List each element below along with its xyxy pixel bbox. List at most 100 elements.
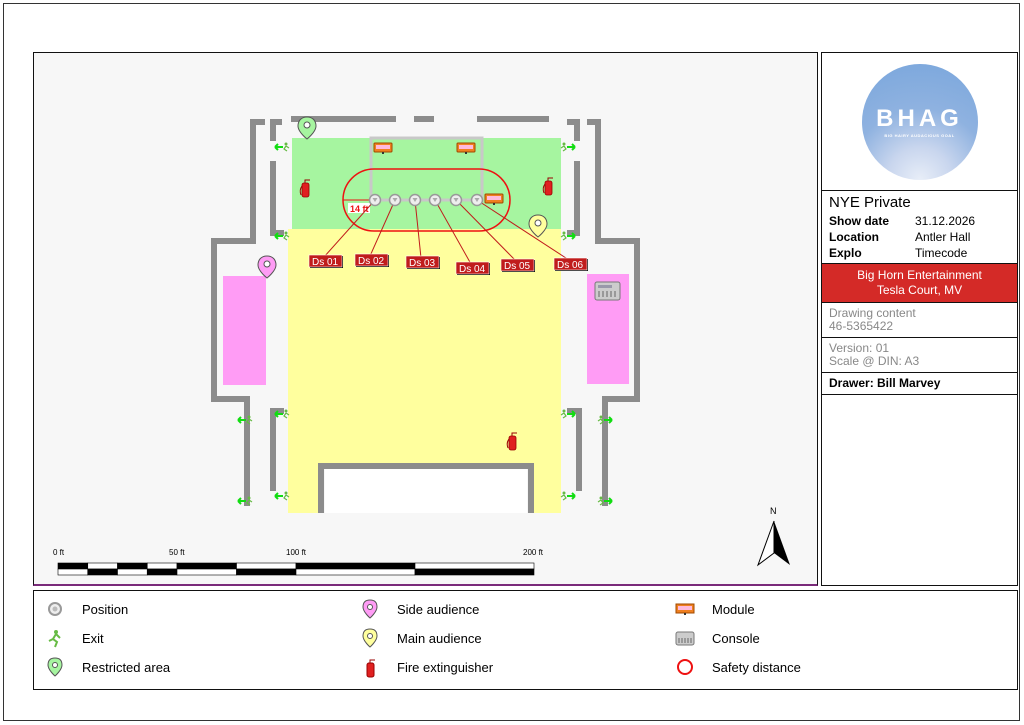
scale-segment	[57, 562, 89, 570]
position-icon[interactable]	[368, 193, 382, 207]
white-block	[325, 467, 527, 513]
page-frame	[3, 3, 1020, 721]
side-audience-pin-icon	[257, 255, 277, 279]
scale-label: 200 ft	[523, 548, 544, 557]
scale-segment	[117, 562, 148, 570]
svg-text:N: N	[770, 506, 777, 516]
svg-text:Ds 01: Ds 01	[312, 257, 339, 268]
legend-label: Exit	[82, 630, 104, 646]
leader-line	[434, 199, 472, 265]
legend-item: Side audience	[359, 598, 479, 620]
info-label: Show date	[829, 214, 890, 228]
scale-segment	[176, 568, 237, 576]
legend-item: Position	[44, 598, 128, 620]
walls	[211, 116, 640, 513]
restricted-area	[292, 138, 561, 229]
position-label[interactable]: Ds 06	[553, 257, 588, 271]
scale-segment	[295, 562, 416, 570]
main-audience-pin-icon	[362, 628, 378, 648]
legend-item: Main audience	[359, 627, 482, 649]
svg-text:Ds 03: Ds 03	[409, 258, 436, 269]
side-audience-left	[223, 276, 266, 385]
floor-plan: 14 ft Ds 01 Ds 02 Ds 03 Ds 04 Ds 05 Ds 06 0 f…	[33, 52, 818, 586]
svg-text:Ds 04: Ds 04	[459, 264, 486, 275]
scale-segment	[146, 568, 178, 576]
module-icon	[373, 142, 393, 155]
info-value: Timecode	[915, 246, 968, 260]
console-icon	[675, 631, 695, 646]
project-info: NYE Private Show date 31.12.2026 Location…	[822, 191, 1017, 264]
scale-segment	[57, 568, 89, 576]
info-value: Antler Hall	[915, 230, 971, 244]
legend-label: Fire extinguisher	[397, 659, 494, 675]
safety-distance-icon	[677, 659, 693, 675]
scale-label: 0 ft	[53, 548, 65, 557]
console-icon	[594, 281, 621, 301]
position-label[interactable]: Ds 02	[354, 253, 389, 267]
fire-extinguisher-icon	[366, 659, 375, 678]
legend-item: Safety distance	[674, 656, 801, 678]
module-icon	[456, 142, 476, 155]
scale-label: 100 ft	[286, 548, 307, 557]
position-icon[interactable]	[408, 193, 422, 207]
legend-label: Main audience	[397, 630, 482, 646]
position-label[interactable]: Ds 01	[308, 254, 343, 268]
module-icon	[484, 193, 504, 206]
project-title: NYE Private	[829, 194, 911, 211]
position-icon	[48, 602, 62, 616]
scale-bar: 0 ft 50 ft 100 ft 200 ft	[53, 548, 544, 576]
drawer: Drawer: Bill Marvey	[822, 373, 1017, 395]
legend-label: Safety distance	[712, 659, 801, 675]
legend-label: Position	[82, 601, 129, 617]
svg-text:Ds 06: Ds 06	[557, 260, 584, 271]
scale-segment	[176, 562, 237, 570]
position-icon[interactable]	[428, 193, 442, 207]
restricted-area-pin-icon	[297, 116, 317, 140]
floor-plan-svg: 14 ft Ds 01 Ds 02 Ds 03 Ds 04 Ds 05 Ds 06 0 f…	[53, 116, 790, 576]
module-icon	[675, 603, 695, 615]
scale-segment	[414, 568, 535, 576]
scale-segment	[236, 568, 297, 576]
position-icon[interactable]	[449, 193, 463, 207]
restricted-area-pin-icon	[47, 657, 63, 677]
side-audience-pin-icon	[362, 599, 378, 619]
position-icon[interactable]	[388, 193, 402, 207]
legend-label: Side audience	[397, 601, 480, 617]
legend-item: Module	[674, 598, 755, 620]
legend-label: Console	[712, 630, 760, 646]
position-label[interactable]: Ds 05	[500, 258, 535, 272]
scale-segment	[117, 568, 148, 576]
position-label[interactable]: Ds 04	[455, 261, 490, 275]
svg-text:Ds 05: Ds 05	[504, 261, 531, 272]
scale-label: 50 ft	[169, 548, 185, 557]
leader-line	[476, 199, 570, 261]
safety-distance-label: 14 ft	[350, 204, 369, 214]
main-audience-area	[288, 229, 561, 513]
info-label: Location	[829, 230, 879, 244]
leader-line	[369, 199, 396, 257]
leader-line	[323, 199, 376, 258]
info-label: Explo	[829, 246, 862, 260]
svg-text:Ds 02: Ds 02	[358, 256, 385, 267]
position-label[interactable]: Ds 03	[405, 255, 440, 269]
legend-item: Fire extinguisher	[359, 656, 493, 678]
north-arrow: N	[756, 506, 790, 567]
legend-item: Console	[674, 627, 760, 649]
position-icon[interactable]	[470, 193, 484, 207]
leader-line	[455, 199, 517, 262]
scale-segment	[236, 562, 297, 570]
legend-label: Module	[712, 601, 755, 617]
info-value: 31.12.2026	[915, 214, 976, 228]
exit-icon	[48, 630, 61, 648]
leader-line	[414, 199, 422, 259]
scale-segment	[87, 562, 118, 570]
scale-segment	[87, 568, 118, 576]
legend-label: Restricted area	[82, 659, 171, 675]
scale-segment	[146, 562, 178, 570]
